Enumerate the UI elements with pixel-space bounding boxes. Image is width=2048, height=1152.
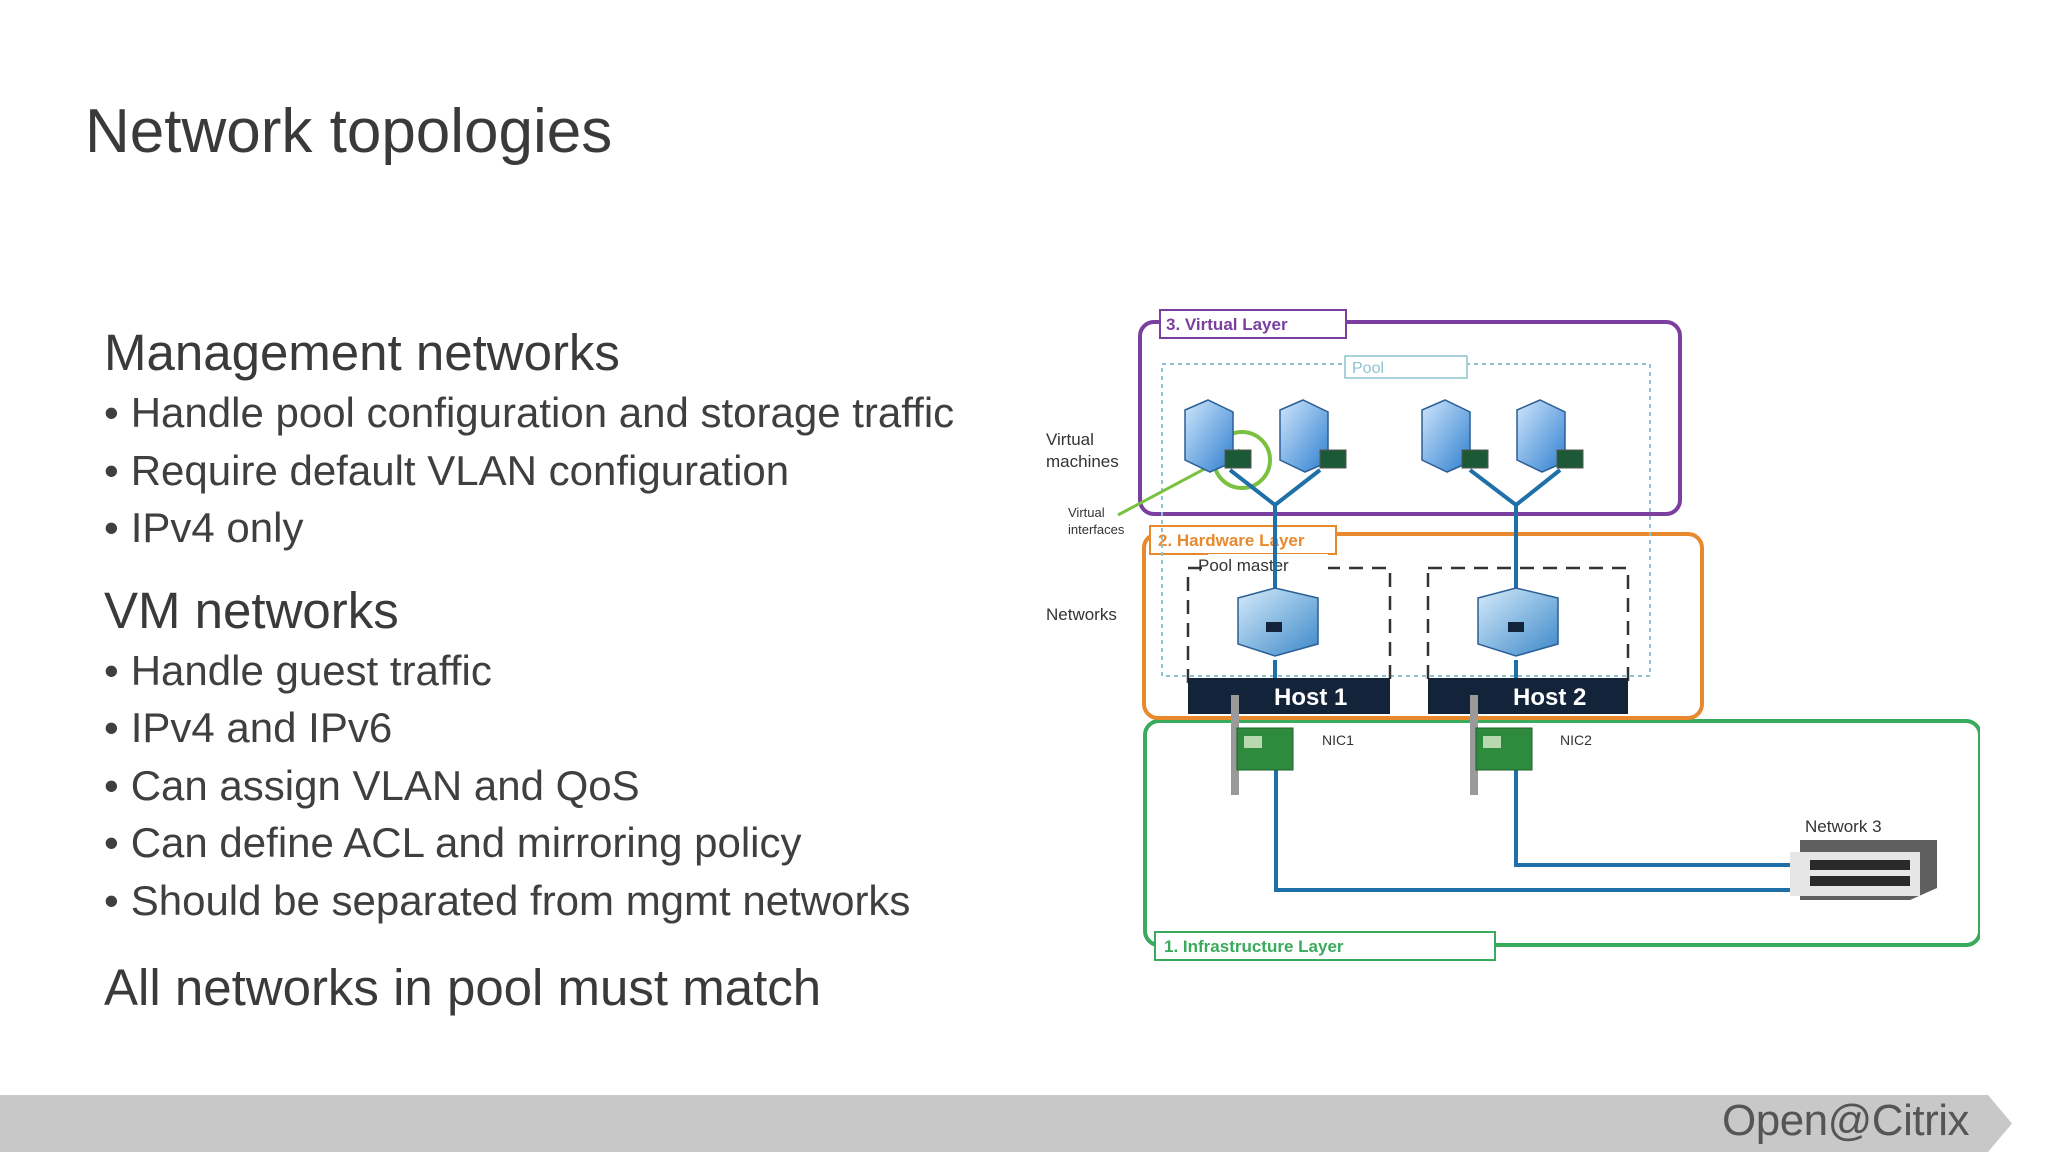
vm-server-icon	[1421, 399, 1489, 473]
hardware-layer-label: 2. Hardware Layer	[1158, 531, 1305, 550]
virtual-layer-label: 3. Virtual Layer	[1166, 315, 1288, 334]
footer-chevron	[1988, 1095, 2048, 1152]
brand-logo: Open@Citrix	[1722, 1096, 1970, 1145]
physical-links	[1274, 770, 1790, 892]
host1-label: Host 1	[1274, 684, 1347, 711]
bullet-item: Can define ACL and mirroring policy	[104, 814, 1004, 872]
bullet-list-vm: Handle guest traffic IPv4 and IPv6 Can a…	[104, 642, 1004, 930]
bullet-item: Should be separated from mgmt networks	[104, 872, 1004, 930]
nic2-icon	[1470, 695, 1533, 795]
network-topology-diagram: 1. Infrastructure Layer 2. Hardware Laye…	[1046, 309, 1980, 961]
networks-label: Networks	[1046, 605, 1117, 624]
bullet-item: Handle pool configuration and storage tr…	[104, 384, 1004, 442]
hardware-layer-box	[1142, 532, 1704, 720]
hardware-layer-tag	[1149, 525, 1337, 555]
virtual-layer-tag	[1159, 309, 1347, 339]
virtual-switch-icon	[1477, 587, 1559, 657]
section-heading-vm: VM networks	[104, 581, 399, 639]
pool-tag	[1344, 355, 1468, 379]
pool-master-label: Pool master	[1198, 556, 1289, 575]
infrastructure-layer-tag	[1154, 931, 1496, 961]
closing-statement: All networks in pool must match	[104, 959, 822, 1016]
vm-server-icon	[1516, 399, 1584, 473]
nic2-label: NIC2	[1560, 732, 1592, 748]
bullet-item: IPv4 only	[104, 499, 1004, 557]
virtual-machines-label: Virtual machines	[1046, 430, 1119, 471]
footer-bar	[0, 1095, 2048, 1152]
vm-links	[1228, 468, 1562, 678]
slide-content: Management networks Handle pool configur…	[104, 322, 1004, 1019]
network3-label: Network 3	[1805, 817, 1882, 836]
nic1-label: NIC1	[1322, 732, 1354, 748]
host2-bar	[1428, 678, 1628, 714]
vm-server-icon	[1279, 399, 1347, 473]
bullet-item: IPv4 and IPv6	[104, 699, 1004, 757]
section-heading-management: Management networks	[104, 324, 620, 381]
infrastructure-layer-label: 1. Infrastructure Layer	[1164, 937, 1344, 956]
host1-bar	[1188, 678, 1390, 714]
host2-label: Host 2	[1513, 684, 1586, 711]
infrastructure-layer-box	[1143, 719, 1980, 947]
slide-title: Network topologies	[85, 97, 613, 166]
virtual-layer-box	[1138, 320, 1682, 516]
pool-region	[1161, 363, 1651, 677]
bullet-item: Can assign VLAN and QoS	[104, 757, 1004, 815]
nic1-icon	[1231, 695, 1294, 795]
bullet-item: Require default VLAN configuration	[104, 442, 1004, 500]
bullet-list-management: Handle pool configuration and storage tr…	[104, 384, 1004, 557]
pool-label: Pool	[1352, 360, 1384, 377]
bullet-item: Handle guest traffic	[104, 642, 1004, 700]
virtual-interfaces-label: Virtual interfaces	[1068, 505, 1125, 537]
virtual-switch-icon	[1237, 587, 1319, 657]
network-switch-icon	[1790, 840, 1937, 900]
vm-server-icon	[1184, 399, 1252, 473]
